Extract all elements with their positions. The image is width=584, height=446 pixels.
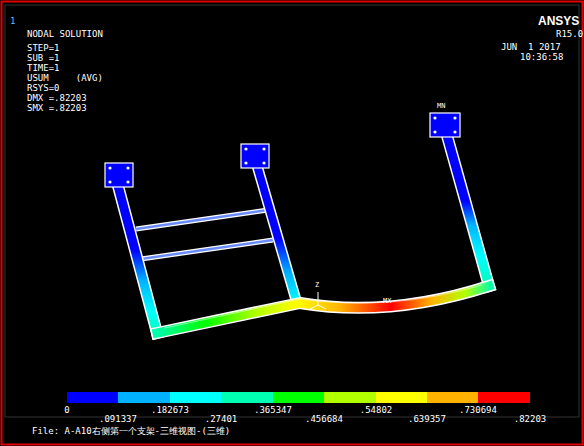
brand-logo: ANSYS	[538, 15, 579, 28]
scale-value: .091337	[99, 414, 137, 424]
min-marker: MN	[437, 102, 445, 110]
time: 10:36:58	[520, 52, 563, 62]
file-name: File: A-A10右侧第一个支架-三维视图-(三维)	[32, 426, 230, 436]
step-info: RSYS=0	[27, 83, 60, 93]
result-type: USUM (AVG)	[27, 73, 103, 83]
step-info: STEP=1	[27, 43, 60, 53]
max-displacement: DMX =.82203	[27, 93, 87, 103]
version: R15.0	[556, 29, 583, 39]
scale-value: .456684	[305, 414, 343, 424]
step-info: TIME=1	[27, 63, 60, 73]
scale-value: 0	[64, 405, 69, 415]
scale-value: .182673	[151, 405, 189, 415]
scale-value: .82203	[514, 414, 547, 424]
scale-value: .639357	[408, 414, 446, 424]
scale-value: .27401	[205, 414, 238, 424]
window-number: 1	[10, 16, 15, 26]
axis-label: Z	[315, 281, 319, 289]
date: JUN 1 2017	[501, 42, 561, 52]
scale-value: .54802	[360, 405, 393, 415]
scale-value: .730694	[459, 405, 497, 415]
plot-title: NODAL SOLUTION	[27, 29, 103, 39]
max-marker: MX	[383, 297, 391, 305]
max-value: SMX =.82203	[27, 103, 87, 113]
step-info: SUB =1	[27, 53, 60, 63]
scale-value: .365347	[254, 405, 292, 415]
